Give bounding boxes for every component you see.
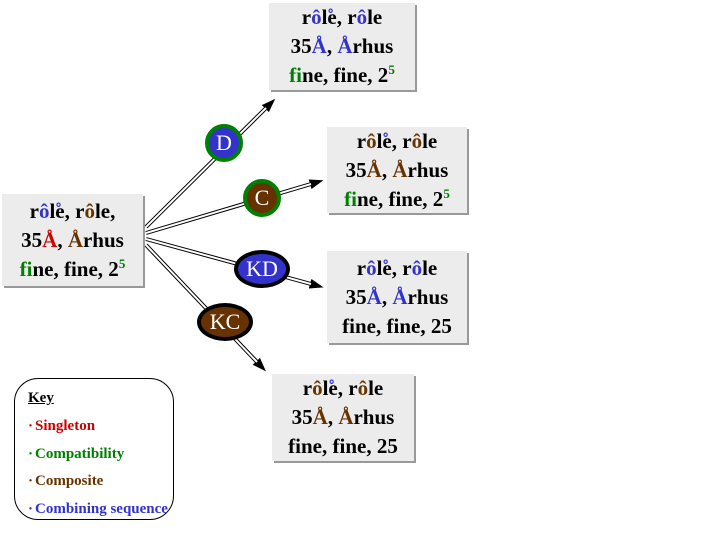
node-label: C <box>254 185 270 210</box>
key-item-combining-sequence: ·Combining sequence <box>28 500 168 518</box>
key-title: Key <box>28 390 54 406</box>
key-item-label: Composite <box>35 473 104 489</box>
text-line: 35Å, Århus <box>345 284 449 309</box>
node-d: D <box>205 124 243 162</box>
key-item-composite: ·Composite <box>28 473 167 490</box>
text-line: 35Å, Århus <box>345 157 449 182</box>
key-item-label: Compatibility <box>35 445 125 462</box>
key-item-compatibility: ·Compatibility <box>28 446 167 463</box>
text-line: 35Å, Århus <box>21 227 124 252</box>
arrow-to-nfc-box <box>145 179 324 235</box>
node-kc: KC <box>197 303 253 341</box>
key-item-singleton: ·Singleton <box>28 418 167 435</box>
arrow-to-nfkc-box <box>144 243 266 372</box>
node-label: KC <box>209 309 241 334</box>
bullet-icon: · <box>28 445 34 462</box>
text-line: rôle˚, rôle <box>302 376 384 400</box>
arrow-to-nfd-box <box>144 98 276 229</box>
key-item-label: Singleton <box>35 418 96 434</box>
text-line: 35Å, Århus <box>290 34 394 58</box>
text-line: fine, fine, 25 <box>19 255 126 281</box>
key-item-label: Combining sequence <box>35 500 168 517</box>
text-line: rôle˚, rôle <box>356 128 438 153</box>
box-source-text: rôle˚, rôle, 35Å, Århus fine, fine, 25 <box>2 194 143 286</box>
node-c: C <box>243 179 281 217</box>
node-label: D <box>216 130 232 155</box>
text-line: rôle˚, rôle <box>301 5 383 29</box>
text-line: fine, fine, 25 <box>342 313 452 338</box>
box-nfc-result: rôle˚, rôle 35Å, Århus fine, fine, 25 <box>327 127 467 213</box>
text-line: 35Å, Århus <box>291 405 395 429</box>
bullet-icon: · <box>28 418 34 434</box>
node-label: KD <box>246 256 278 281</box>
box-nfd-result: rôle˚, rôle 35Å, Århus fine, fine, 25 <box>269 3 415 90</box>
node-kd: KD <box>234 250 290 288</box>
text-line: fine, fine, 25 <box>288 434 398 458</box>
text-line: rôle˚, rôle, <box>29 198 116 223</box>
text-line: fine, fine, 25 <box>289 62 395 87</box>
bullet-icon: · <box>28 473 34 489</box>
box-nfkc-result: rôle˚, rôle 35Å, Århus fine, fine, 25 <box>272 374 414 461</box>
bullet-icon: · <box>28 500 34 517</box>
key-panel: Key ·Singleton ·Compatibility ·Composite… <box>14 378 174 520</box>
text-line: rôle˚, rôle <box>356 255 438 280</box>
box-nfkd-result: rôle˚, rôle 35Å, Århus fine, fine, 25 <box>327 251 467 343</box>
text-line: fine, fine, 25 <box>344 185 450 211</box>
